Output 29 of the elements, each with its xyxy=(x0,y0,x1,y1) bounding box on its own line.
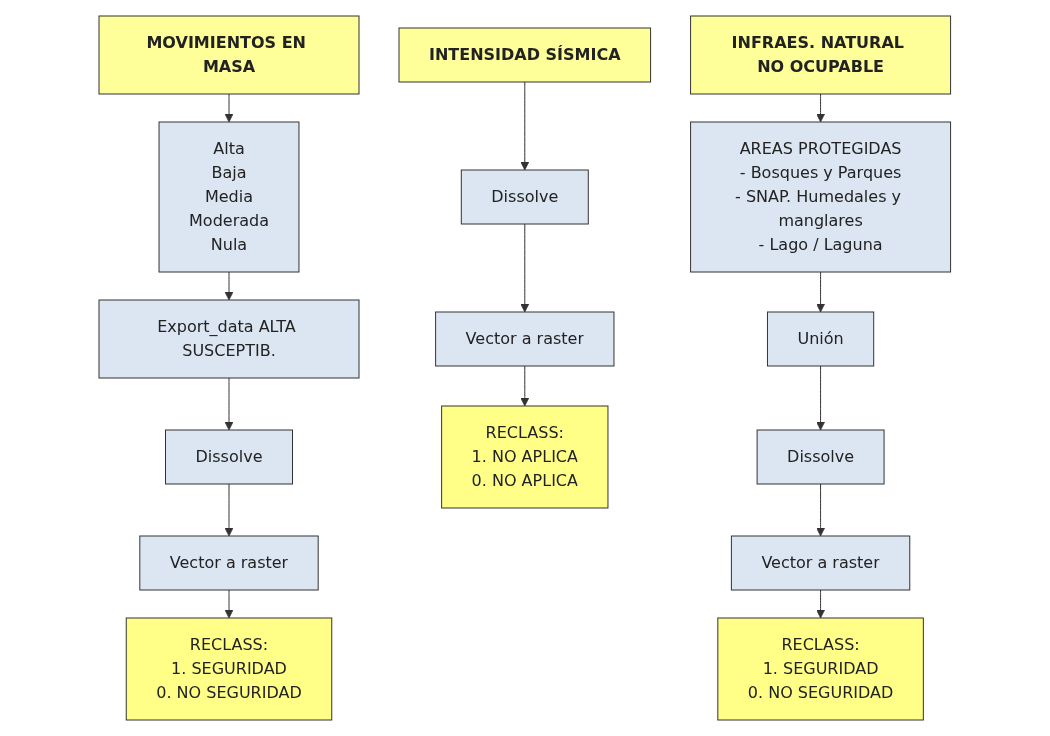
arrow xyxy=(816,365,826,431)
node-box: Alta Baja Media Moderada Nula xyxy=(158,121,300,273)
node-box: Vector a raster xyxy=(731,535,911,591)
node-box: Unión xyxy=(767,311,875,367)
node-box: RECLASS: 1. NO APLICA 0. NO APLICA xyxy=(441,405,609,509)
arrow xyxy=(816,589,826,619)
arrow xyxy=(520,223,530,313)
node-box: Dissolve xyxy=(165,429,294,485)
node-box: Vector a raster xyxy=(139,535,319,591)
node-box: Dissolve xyxy=(461,169,589,225)
node-box: RECLASS: 1. SEGURIDAD 0. NO SEGURIDAD xyxy=(125,617,333,721)
arrow xyxy=(816,271,826,313)
node-box: INFRAES. NATURAL NO OCUPABLE xyxy=(690,15,952,95)
arrow xyxy=(520,81,530,171)
arrow xyxy=(224,377,234,431)
arrow xyxy=(224,589,234,619)
node-box: INTENSIDAD SÍSMICA xyxy=(398,27,652,83)
node-box: Vector a raster xyxy=(435,311,615,367)
node-box: RECLASS: 1. SEGURIDAD 0. NO SEGURIDAD xyxy=(717,617,925,721)
node-box: AREAS PROTEGIDAS - Bosques y Parques - SNAP. Humedales y manglares - Lago / Laguna xyxy=(690,121,952,273)
arrow xyxy=(224,93,234,123)
arrow xyxy=(224,271,234,301)
arrow xyxy=(224,483,234,537)
node-box: Export_data ALTA SUSCEPTIB. xyxy=(98,299,360,379)
arrow xyxy=(520,365,530,407)
node-box: MOVIMIENTOS EN MASA xyxy=(98,15,360,95)
arrow xyxy=(816,93,826,123)
node-box: Dissolve xyxy=(756,429,885,485)
arrow xyxy=(816,483,826,537)
